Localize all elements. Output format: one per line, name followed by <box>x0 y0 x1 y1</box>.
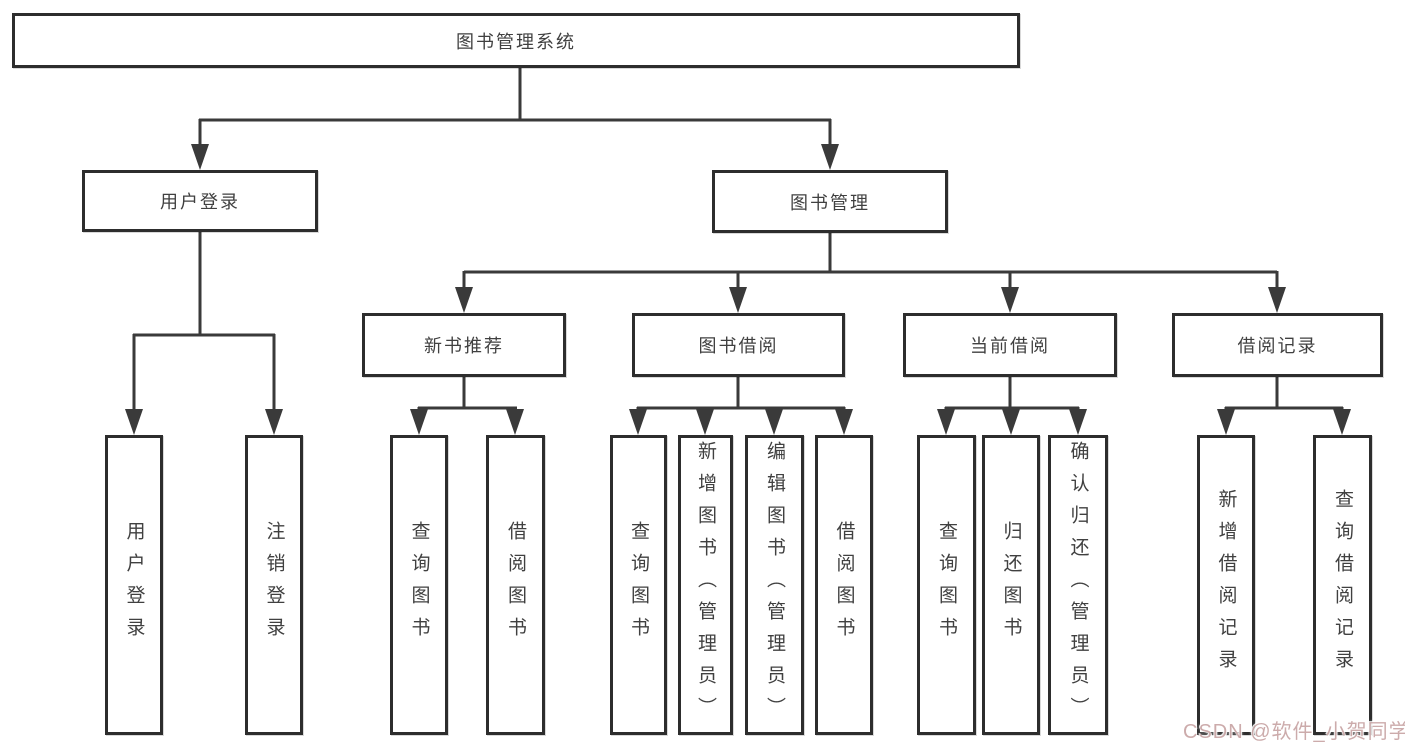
node-label: 新增借阅记录 <box>1215 489 1237 681</box>
leaf-query-books-recommend: 查询图书 <box>390 435 448 735</box>
leaf-user-login: 用户登录 <box>105 435 163 735</box>
leaf-logout: 注销登录 <box>245 435 303 735</box>
node-label: 归还图书 <box>1000 521 1022 649</box>
leaf-add-borrow-record: 新增借阅记录 <box>1197 435 1255 735</box>
node-label: 查询图书 <box>408 521 430 649</box>
leaf-borrow-books-recommend: 借阅图书 <box>486 435 545 735</box>
node-label: 查询图书 <box>628 521 649 649</box>
node-label: 确认归还（管理员） <box>1067 441 1089 729</box>
leaf-query-books-current: 查询图书 <box>917 435 976 735</box>
node-label: 新增图书（管理员） <box>695 441 716 729</box>
csdn-watermark: CSDN @软件_小贺同学 <box>1183 721 1405 743</box>
node-label: 新书推荐 <box>424 336 504 356</box>
connector-user-login-branch <box>125 232 283 435</box>
connector-borrow-records-branch <box>1217 377 1351 435</box>
leaf-add-books-admin: 新增图书（管理员） <box>678 435 733 735</box>
connector-book-management-branch <box>455 233 1286 313</box>
node-label: 图书管理 <box>790 192 870 213</box>
leaf-borrow-books: 借阅图书 <box>815 435 873 735</box>
node-borrowing-records: 借阅记录 <box>1172 313 1383 377</box>
node-current-borrowing: 当前借阅 <box>903 313 1117 377</box>
node-user-login: 用户登录 <box>82 170 318 232</box>
node-label: 借阅图书 <box>833 521 855 649</box>
node-label: 用户登录 <box>160 192 240 212</box>
leaf-edit-books-admin: 编辑图书（管理员） <box>745 435 804 735</box>
node-book-borrowing: 图书借阅 <box>632 313 845 377</box>
leaf-confirm-return-admin: 确认归还（管理员） <box>1048 435 1108 735</box>
leaf-query-books-borrow: 查询图书 <box>610 435 667 735</box>
node-library-management-system: 图书管理系统 <box>12 13 1020 68</box>
node-label: 图书管理系统 <box>456 31 576 52</box>
node-book-management: 图书管理 <box>712 170 948 233</box>
node-label: 借阅记录 <box>1237 336 1318 356</box>
node-label: 编辑图书（管理员） <box>764 441 785 729</box>
node-new-book-recommendation: 新书推荐 <box>362 313 566 377</box>
leaf-return-books: 归还图书 <box>982 435 1040 735</box>
node-label: 查询图书 <box>936 521 957 649</box>
connector-root-to-level2 <box>191 68 839 170</box>
node-label: 当前借阅 <box>970 336 1050 356</box>
node-label: 用户登录 <box>123 521 145 649</box>
node-label: 查询借阅记录 <box>1332 489 1353 681</box>
node-label: 借阅图书 <box>505 521 526 649</box>
node-label: 注销登录 <box>263 521 285 649</box>
connector-current-borrow-branch <box>937 377 1087 435</box>
node-label: 图书借阅 <box>698 336 779 356</box>
connector-new-book-branch <box>410 377 524 435</box>
connector-book-borrow-branch <box>629 377 853 435</box>
leaf-query-borrow-record: 查询借阅记录 <box>1313 435 1372 735</box>
